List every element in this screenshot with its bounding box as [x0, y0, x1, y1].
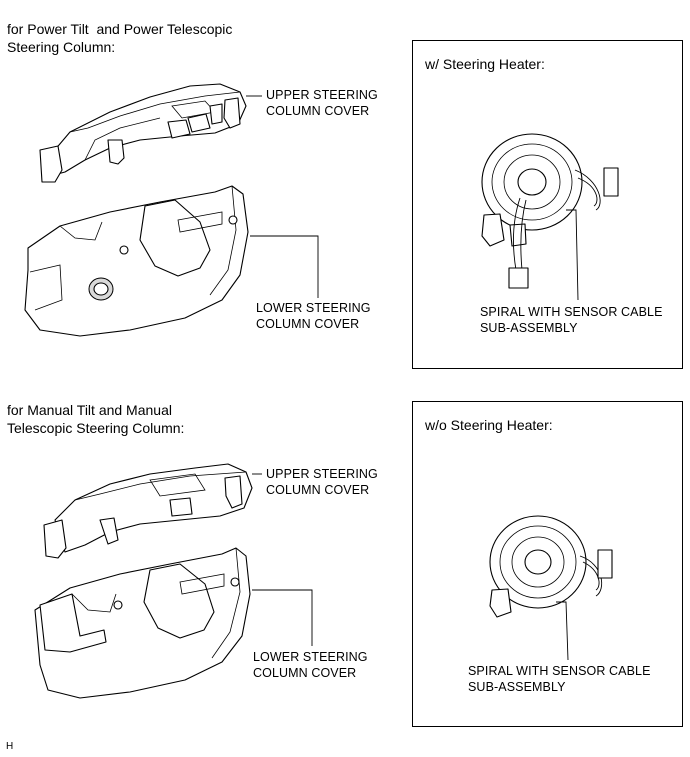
power-heading-line1: for Power Tilt and Power Telescopic — [7, 21, 233, 37]
manual-lower-cover-label-line1: LOWER STEERING — [253, 650, 368, 664]
power-upper-cover-label-line1: UPPER STEERING — [266, 88, 378, 102]
power-upper-cover-label-line2: COLUMN COVER — [266, 104, 370, 118]
heater-spiral-illustration — [481, 133, 619, 301]
heater-spiral-label-line2: SUB-ASSEMBLY — [480, 321, 578, 335]
manual-upper-cover-label-line1: UPPER STEERING — [266, 467, 378, 481]
power-heading-line2: Steering Column: — [7, 39, 116, 55]
heater-box-title: w/ Steering Heater: — [425, 56, 545, 72]
heater-box: w/ Steering Heater: SPIRAL WITH SENSOR C… — [412, 40, 683, 369]
heater-spiral-label-line1: SPIRAL WITH SENSOR CABLE — [480, 305, 663, 319]
no-heater-spiral-illustration — [489, 515, 613, 661]
manual-lower-cover-illustration — [34, 547, 251, 699]
manual-upper-cover-label-line2: COLUMN COVER — [266, 483, 370, 497]
manual-upper-cover-illustration — [43, 463, 253, 559]
manual-lower-cover-label-line2: COLUMN COVER — [253, 666, 357, 680]
no-heater-spiral-label-line1: SPIRAL WITH SENSOR CABLE — [468, 664, 651, 678]
manual-heading-line1: for Manual Tilt and Manual — [7, 402, 172, 418]
power-upper-cover-illustration — [39, 83, 247, 183]
power-lower-cover-illustration — [24, 185, 249, 337]
illustration-code: H — [6, 741, 14, 752]
power-lower-cover-label-line2: COLUMN COVER — [256, 317, 360, 331]
no-heater-box: w/o Steering Heater: SPIRAL WITH SENSOR … — [412, 401, 683, 727]
power-lower-cover-label-line1: LOWER STEERING — [256, 301, 371, 315]
no-heater-spiral-label-line2: SUB-ASSEMBLY — [468, 680, 566, 694]
manual-heading-line2: Telescopic Steering Column: — [7, 420, 185, 436]
no-heater-box-title: w/o Steering Heater: — [425, 417, 553, 433]
